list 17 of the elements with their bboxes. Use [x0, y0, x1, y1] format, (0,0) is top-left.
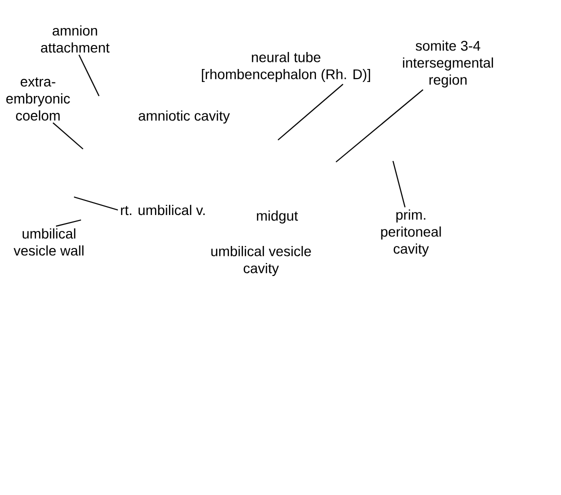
- part-label: midgut: [256, 210, 298, 224]
- leader-line: [74, 196, 118, 211]
- leader-line: [78, 54, 100, 96]
- part-label: somite 3-4 intersegmental region: [403, 40, 493, 88]
- leader-line: [56, 219, 82, 227]
- part-label: prim. peritoneal cavity: [381, 209, 441, 257]
- part-label: neural tube [rhombencephalon (Rh. D)]: [202, 52, 370, 82]
- part-label: amniotic cavity: [138, 110, 230, 124]
- leader-line: [392, 160, 406, 208]
- part-label: umbilical vesicle wall: [14, 228, 84, 256]
- part-label: rt. umbilical v.: [121, 204, 205, 216]
- leader-line: [52, 122, 84, 150]
- leader-line: [336, 89, 424, 162]
- part-label: amnion attachment: [40, 25, 110, 53]
- part-label: extra- embryonic coelom: [6, 77, 70, 121]
- part-label: umbilical vesicle cavity: [211, 246, 311, 276]
- leader-line: [278, 84, 344, 140]
